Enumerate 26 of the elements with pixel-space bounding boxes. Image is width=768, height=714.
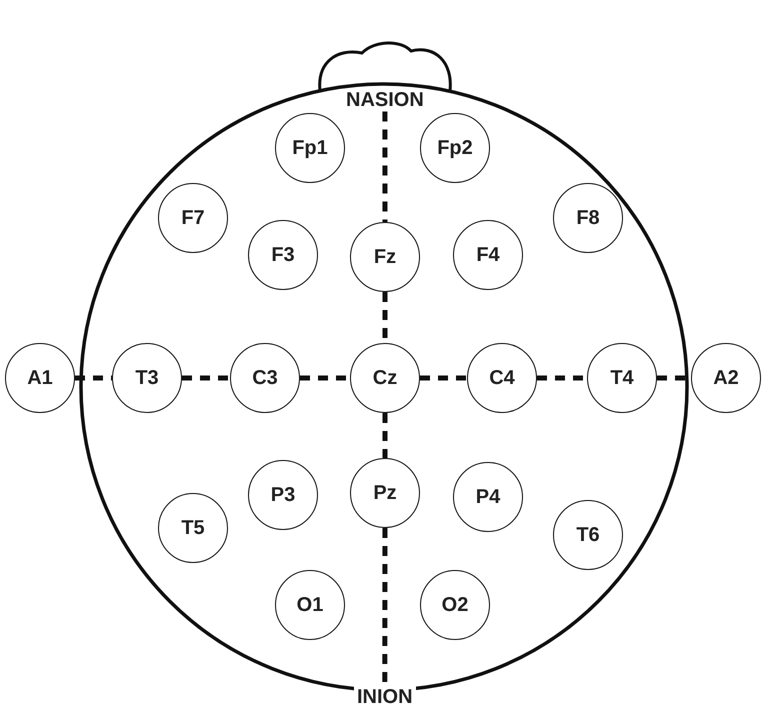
electrode-circle: T3 <box>112 343 182 413</box>
electrode-circle: F4 <box>453 220 523 290</box>
electrode-circle: O2 <box>420 570 490 640</box>
electrode-circle: O1 <box>275 570 345 640</box>
electrode-circle: P4 <box>453 462 523 532</box>
electrode-circle: T4 <box>587 343 657 413</box>
electrode-circle: F8 <box>553 183 623 253</box>
electrode-circle: Fp1 <box>275 113 345 183</box>
electrode-circle: T6 <box>553 500 623 570</box>
electrode-circle: Pz <box>350 458 420 528</box>
dashed-line <box>420 376 467 380</box>
electrode-circle: C4 <box>467 343 537 413</box>
electrode-circle: A2 <box>691 343 761 413</box>
electrode-circle: F7 <box>158 183 228 253</box>
dashed-line <box>75 376 112 380</box>
dashed-line <box>182 376 230 380</box>
electrode-circle: P3 <box>248 460 318 530</box>
electrode-circle: Fp2 <box>420 113 490 183</box>
electrode-circle: F3 <box>248 220 318 290</box>
dashed-line <box>382 413 388 458</box>
electrode-circle: T5 <box>158 493 228 563</box>
electrode-circle: Fz <box>350 222 420 292</box>
dashed-line <box>382 112 388 222</box>
electrode-circle: Cz <box>350 343 420 413</box>
electrode-circle: A1 <box>5 343 75 413</box>
electrode-circle: C3 <box>230 343 300 413</box>
